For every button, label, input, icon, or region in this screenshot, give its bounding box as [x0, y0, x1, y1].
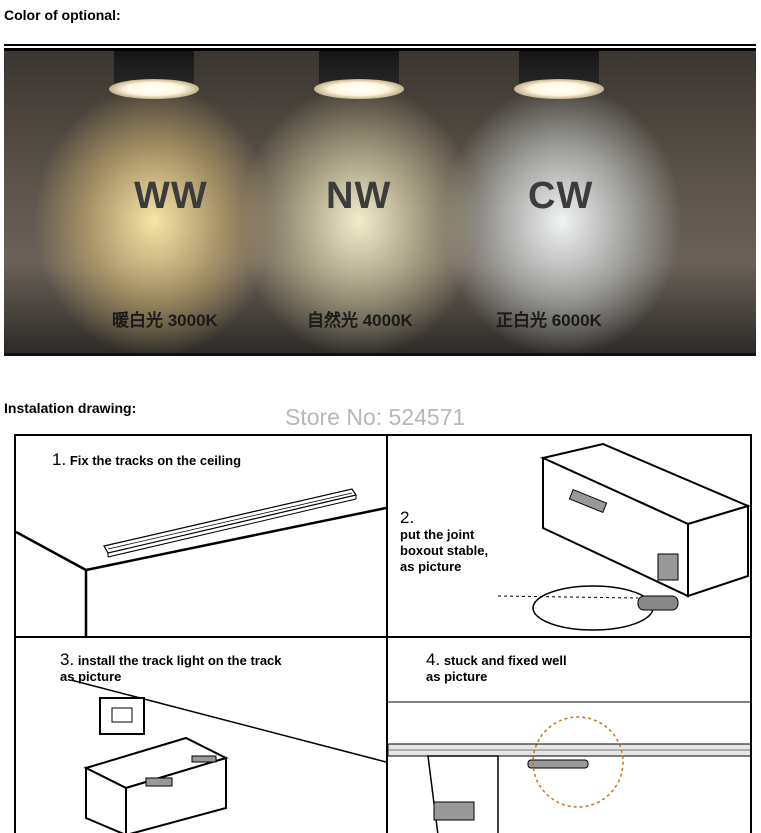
nw-code: NW — [326, 175, 392, 217]
nw-temperature: 自然光 4000K — [307, 311, 413, 330]
step-1-number: 1. — [52, 450, 67, 469]
step-2-number: 2. — [400, 508, 415, 527]
color-section-title: Color of optional: — [4, 7, 121, 23]
fixed-well-illustration — [388, 701, 750, 833]
ww-temperature: 暖白光 3000K — [112, 311, 218, 330]
step-1-text: 1. Fix the tracks on the ceiling — [52, 450, 242, 469]
step-4-label: stuck and fixed well as picture — [426, 653, 567, 684]
step-3-text: 3. install the track light on the track … — [60, 650, 282, 685]
step-4-panel: 4. stuck and fixed well as picture — [388, 638, 750, 833]
joint-box-illustration — [497, 442, 750, 631]
step-3-label: install the track light on the track as … — [60, 653, 282, 684]
lamp-cw — [514, 51, 604, 106]
step-4-number: 4. — [426, 650, 441, 669]
installation-drawing: 1. Fix the tracks on the ceiling 2.put t… — [14, 434, 752, 833]
step-1-label: Fix the tracks on the ceiling — [69, 453, 242, 468]
step-1-panel: 1. Fix the tracks on the ceiling — [16, 436, 388, 638]
ceiling-track-illustration — [16, 488, 386, 636]
step-3-number: 3. — [60, 650, 75, 669]
step-2-text: 2.put the joint boxout stable, as pictur… — [400, 508, 489, 575]
ww-code: WW — [134, 175, 208, 217]
step-4-text: 4. stuck and fixed well as picture — [426, 650, 567, 685]
step-3-panel: 3. install the track light on the track … — [16, 638, 388, 833]
step-2-panel: 2.put the joint boxout stable, as pictur… — [388, 436, 750, 638]
lamp-ww — [109, 51, 199, 106]
lamp-nw — [314, 51, 404, 106]
cw-code: CW — [528, 175, 594, 217]
wall-light-background — [4, 51, 756, 353]
install-light-illustration — [70, 679, 386, 833]
install-section-title: Instalation drawing: — [4, 400, 137, 416]
step-2-label: put the joint boxout stable, as picture — [400, 527, 489, 574]
divider — [4, 44, 756, 46]
cw-temperature: 正白光 6000K — [496, 311, 602, 330]
color-temperature-photo: WW NW CW 暖白光 3000K 自然光 4000K 正白光 6000K — [4, 48, 756, 356]
store-watermark: Store No: 524571 — [285, 404, 466, 430]
